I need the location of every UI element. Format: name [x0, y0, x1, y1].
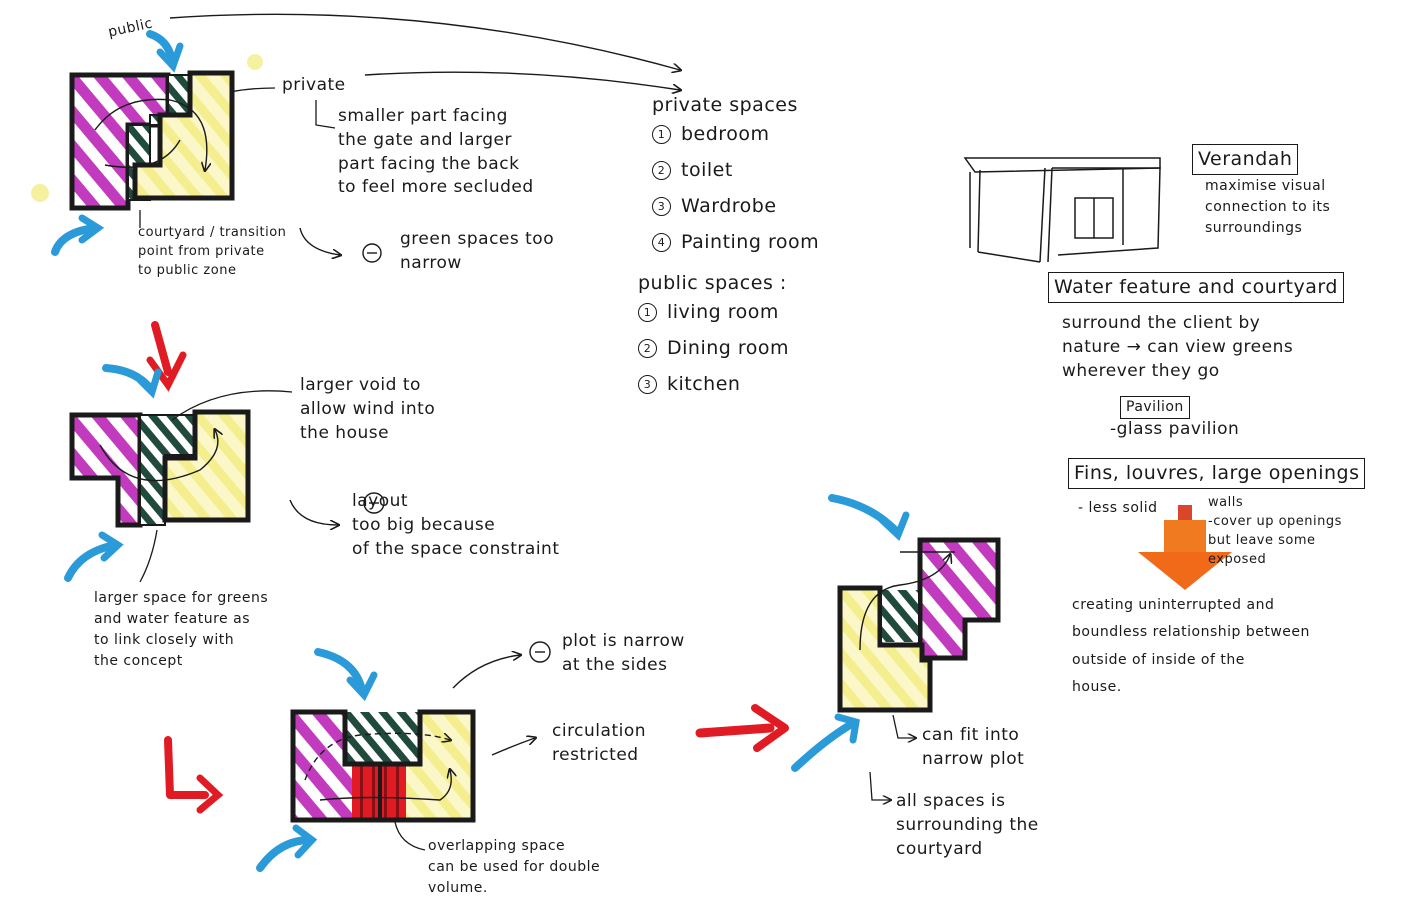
leader-line — [171, 390, 293, 421]
leader-arrow — [289, 499, 338, 525]
arrow-red-icon — [196, 774, 224, 814]
pavilion-desc: -glass pavilion — [1110, 419, 1240, 439]
connector-arrow — [364, 71, 680, 90]
note-layout-big: layout too big because of the space cons… — [352, 491, 560, 559]
arrow-blue-icon — [791, 721, 854, 772]
number-badge: 2 — [638, 338, 657, 358]
arrow-blue-icon — [834, 713, 860, 744]
arrow-blue-icon — [136, 368, 162, 399]
note-surrounding: all spaces is surrounding the courtyard — [896, 791, 1039, 859]
private-zone — [69, 412, 143, 528]
note-courtyard: courtyard / transition point from privat… — [138, 225, 287, 278]
verandah-desc: maximise visual connection to its surrou… — [1205, 178, 1331, 236]
pavilion-title: Pavilion — [1120, 396, 1190, 419]
note-fit-narrow: can fit into narrow plot — [922, 725, 1025, 769]
leader-arrow — [299, 227, 340, 255]
fins-desc-left: - less solid — [1078, 500, 1158, 516]
plan-diagram-1 — [31, 30, 382, 263]
circulation-arrow — [304, 732, 450, 781]
conclusion-note: creating uninterrupted and boundless rel… — [1072, 597, 1310, 695]
note-circulation: circulation restricted — [552, 721, 647, 765]
arrow-blue-icon — [98, 531, 124, 562]
arrow-blue-icon — [878, 511, 910, 542]
arrow-blue-icon — [51, 224, 99, 256]
number-badge: 4 — [652, 232, 671, 252]
minus-icon — [529, 641, 551, 663]
water-title: Water feature and courtyard — [1048, 272, 1344, 304]
private-zone — [917, 537, 1001, 661]
minus-icon — [363, 492, 385, 514]
arrow-blue-icon — [346, 671, 378, 702]
private-spaces-title: private spaces — [652, 94, 798, 116]
note-larger-space: larger space for greens and water featur… — [94, 590, 269, 669]
note-secluded: smaller part facing the gate and larger … — [338, 106, 534, 198]
circulation-arrow — [859, 555, 950, 651]
number-badge: 3 — [652, 196, 671, 216]
circulation-arrow — [104, 139, 181, 168]
public-spaces-title: public spaces : — [638, 272, 787, 294]
arrow-blue-icon — [314, 648, 366, 694]
minus-icon — [362, 243, 382, 263]
note-larger-void: larger void to allow wind into the house — [300, 375, 436, 443]
arrow-blue-icon — [156, 42, 184, 73]
note-plot-narrow: plot is narrow at the sides — [562, 631, 685, 675]
arrow-blue-icon — [292, 824, 318, 859]
arrow-blue-icon — [146, 30, 176, 64]
number-badge: 1 — [652, 124, 671, 144]
plan-diagram-4 — [791, 494, 1001, 800]
arrow-blue-icon — [256, 836, 314, 872]
leader-arrow — [869, 771, 890, 800]
leader-line — [394, 821, 426, 851]
arrow-red-icon — [751, 704, 789, 752]
leader-line — [139, 529, 158, 583]
number-badge: 2 — [652, 160, 671, 180]
arrow-red-icon — [151, 321, 172, 376]
verandah-sketch-icon — [963, 157, 1161, 263]
public-zone — [837, 585, 933, 713]
dot-yellow — [31, 184, 49, 202]
connector-arrow — [169, 13, 680, 70]
note-green-narrow: green spaces too narrow — [400, 229, 555, 273]
circulation-arrow — [94, 98, 207, 170]
label-private: private — [282, 75, 346, 95]
arrow-red-icon — [164, 736, 209, 799]
leader-arrow — [892, 714, 915, 738]
fins-desc-right: walls -cover up openings but leave some … — [1208, 495, 1342, 567]
arrow-red-icon — [695, 723, 775, 738]
fins-title: Fins, louvres, large openings — [1068, 458, 1366, 490]
leader-arrow — [491, 738, 535, 756]
circulation-arrow — [99, 430, 218, 482]
note-overlap: overlapping space can be used for double… — [428, 838, 601, 896]
leader-arrow — [452, 655, 520, 689]
circulation-arrow — [319, 770, 451, 801]
arrow-blue-icon — [64, 541, 119, 582]
dot-yellow — [247, 54, 263, 70]
leader-line — [315, 100, 336, 129]
courtyard-zone — [345, 712, 418, 764]
leader-line — [229, 87, 276, 93]
number-badge: 1 — [638, 302, 657, 322]
courtyard-zone — [882, 590, 918, 642]
water-desc: surround the client by nature → can view… — [1062, 313, 1294, 381]
public-zone — [162, 409, 251, 523]
plan-outline — [290, 709, 476, 823]
arrow-red-icon — [146, 351, 187, 392]
plan-diagram-2 — [64, 321, 385, 583]
number-badge: 3 — [638, 374, 657, 394]
arrow-blue-icon — [78, 214, 105, 244]
arrow-orange-icon — [1138, 505, 1232, 590]
verandah-title: Verandah — [1192, 144, 1299, 176]
plan-diagram-3 — [164, 641, 551, 872]
